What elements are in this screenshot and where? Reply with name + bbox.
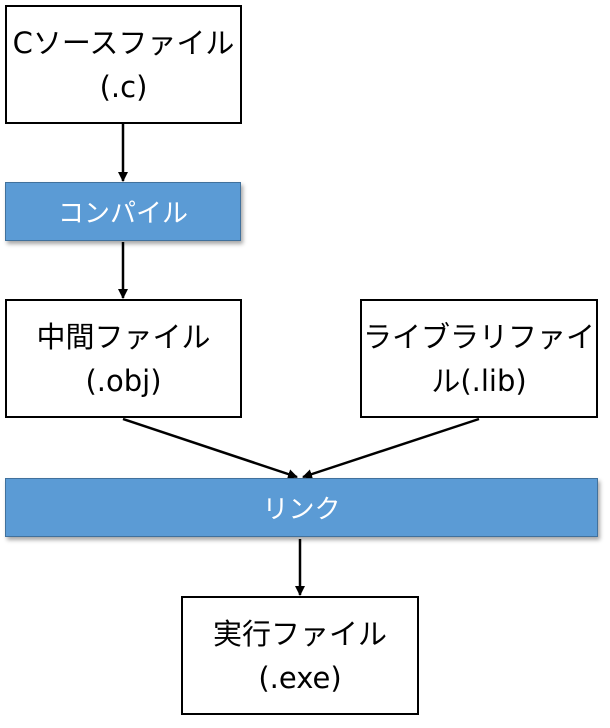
link-step: リンク — [5, 478, 598, 537]
arrow-library-to-link — [302, 417, 480, 479]
intermediate-file-extension: (.obj) — [85, 363, 162, 398]
arrow-intermediate-to-link — [122, 417, 298, 479]
intermediate-file-label: 中間ファイル — [36, 319, 211, 354]
library-file-label-line2: ル(.lib) — [431, 363, 527, 398]
compile-label: コンパイル — [57, 199, 188, 229]
source-file-label: Cソースファイル — [12, 25, 235, 60]
executable-file-extension: (.exe) — [258, 660, 342, 695]
source-file-extension: (.c) — [99, 69, 148, 104]
library-file-label-line1: ライブラリファイ — [362, 319, 595, 354]
library-file-box: ライブラリファイ ル(.lib) — [360, 299, 598, 418]
link-label: リンク — [262, 495, 341, 525]
executable-file-box: 実行ファイル (.exe) — [181, 596, 419, 715]
executable-file-label: 実行ファイル — [212, 616, 387, 651]
intermediate-file-box: 中間ファイル (.obj) — [5, 299, 242, 418]
source-file-box: Cソースファイル (.c) — [5, 5, 242, 124]
compile-step: コンパイル — [5, 182, 241, 241]
